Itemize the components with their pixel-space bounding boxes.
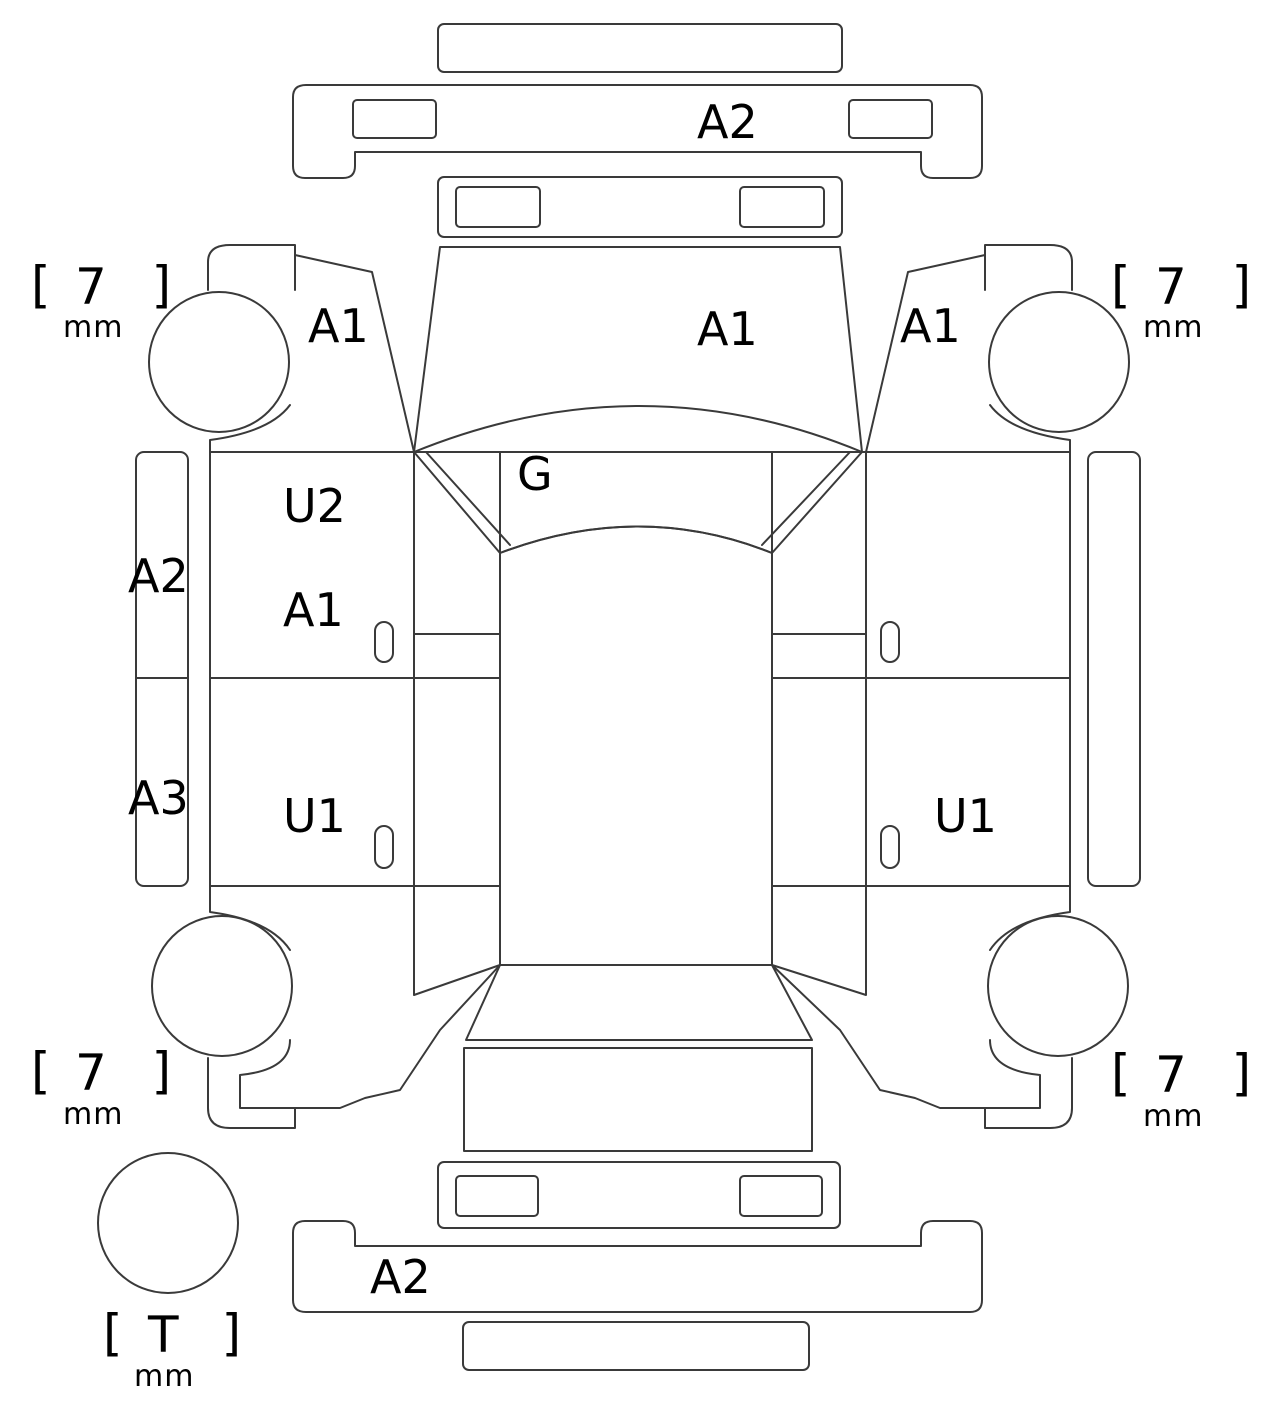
tread-spare-value: T <box>147 1306 179 1364</box>
front-right-wheel-arch <box>984 244 1073 291</box>
code-front-left-door-upper: U2 <box>283 479 346 533</box>
code-rear-right-door: U1 <box>934 789 997 843</box>
tread-rear-right: [ 7 ] mm <box>1104 1044 1258 1134</box>
front-left-fog-lamp[interactable] <box>352 99 437 139</box>
trunk-lid[interactable] <box>465 964 813 1041</box>
tread-front-right: [ 7 ] mm <box>1104 256 1258 345</box>
code-rear-left-door: U1 <box>283 789 346 843</box>
tread-rear-left-value: 7 <box>75 1044 107 1102</box>
tread-rear-right-unit: mm <box>1143 1099 1203 1134</box>
code-front-right-fender: A1 <box>900 299 961 353</box>
code-front-bumper: A2 <box>697 95 758 149</box>
front-left-door-handle[interactable] <box>374 621 394 663</box>
rear-right-wheel[interactable] <box>987 915 1129 1057</box>
rear-panel[interactable] <box>463 1047 813 1152</box>
rear-left-door[interactable] <box>209 677 415 887</box>
front-grille-top[interactable] <box>437 23 843 73</box>
code-hood: A1 <box>697 302 758 356</box>
rear-skirt[interactable] <box>462 1321 810 1371</box>
rear-right-lamp[interactable] <box>739 1175 823 1217</box>
front-left-wheel-arch <box>207 244 296 291</box>
code-windshield: G <box>517 447 553 501</box>
code-front-left-door-lower: A1 <box>283 583 344 637</box>
left-rear-pillar-panel <box>413 677 501 887</box>
rear-left-wheel-arch <box>207 1057 296 1129</box>
front-right-headlamp[interactable] <box>739 186 825 228</box>
front-left-fender[interactable] <box>209 254 415 453</box>
tread-front-right-value: 7 <box>1155 258 1187 316</box>
code-front-left-fender: A1 <box>308 299 369 353</box>
tread-rear-right-value: 7 <box>1155 1046 1187 1104</box>
tread-rear-left-unit: mm <box>63 1097 123 1132</box>
front-grille[interactable] <box>437 176 843 238</box>
tread-front-left: [ 7 ] mm <box>24 256 178 345</box>
rear-right-wheel-arch <box>984 1057 1073 1129</box>
svg-text:]: ] <box>148 1042 178 1100</box>
front-bumper[interactable] <box>292 84 983 179</box>
svg-text:]: ] <box>218 1304 248 1362</box>
windshield-inner-left <box>425 451 511 546</box>
front-left-headlamp[interactable] <box>455 186 541 228</box>
right-rocker-panel[interactable] <box>1087 451 1141 887</box>
tread-rear-left: [ 7 ] mm <box>24 1042 178 1132</box>
rear-left-door-handle[interactable] <box>374 825 394 869</box>
rear-bumper[interactable] <box>292 1220 983 1313</box>
rear-left-lamp[interactable] <box>455 1175 539 1217</box>
front-right-fog-lamp[interactable] <box>848 99 933 139</box>
roof[interactable] <box>499 525 773 966</box>
code-left-rear-rocker: A3 <box>128 771 189 825</box>
front-right-wheel[interactable] <box>988 291 1130 433</box>
tread-front-right-unit: mm <box>1143 310 1203 345</box>
svg-text:[: [ <box>96 1304 126 1362</box>
windshield-inner-right <box>761 451 851 546</box>
svg-text:[: [ <box>24 1042 54 1100</box>
svg-text:]: ] <box>1228 1044 1258 1102</box>
spare-tire[interactable] <box>97 1152 239 1294</box>
rear-left-wheel[interactable] <box>151 915 293 1057</box>
rear-left-fender[interactable] <box>209 885 501 1109</box>
hood[interactable] <box>413 246 863 453</box>
front-left-wheel[interactable] <box>148 291 290 433</box>
svg-text:[: [ <box>1104 256 1134 314</box>
svg-text:[: [ <box>1104 1044 1134 1102</box>
code-left-front-rocker: A2 <box>128 549 189 603</box>
svg-text:[: [ <box>24 256 54 314</box>
tread-spare-unit: mm <box>134 1359 194 1394</box>
front-right-door-handle[interactable] <box>880 621 900 663</box>
front-right-fender[interactable] <box>865 254 1071 453</box>
front-right-door[interactable] <box>865 451 1071 679</box>
windshield[interactable] <box>413 405 863 554</box>
rear-right-door[interactable] <box>865 677 1071 887</box>
code-rear-bumper: A2 <box>370 1250 431 1304</box>
left-rocker-panel[interactable] <box>135 451 189 887</box>
tread-spare: [ T ] mm <box>96 1304 248 1394</box>
rear-right-fender[interactable] <box>771 885 1071 1109</box>
tread-front-left-unit: mm <box>63 310 123 345</box>
rear-right-door-handle[interactable] <box>880 825 900 869</box>
tread-front-left-value: 7 <box>75 258 107 316</box>
right-rear-pillar-panel <box>771 677 867 887</box>
svg-text:]: ] <box>1228 256 1258 314</box>
svg-text:]: ] <box>148 256 178 314</box>
rear-lamp-panel[interactable] <box>437 1161 841 1229</box>
